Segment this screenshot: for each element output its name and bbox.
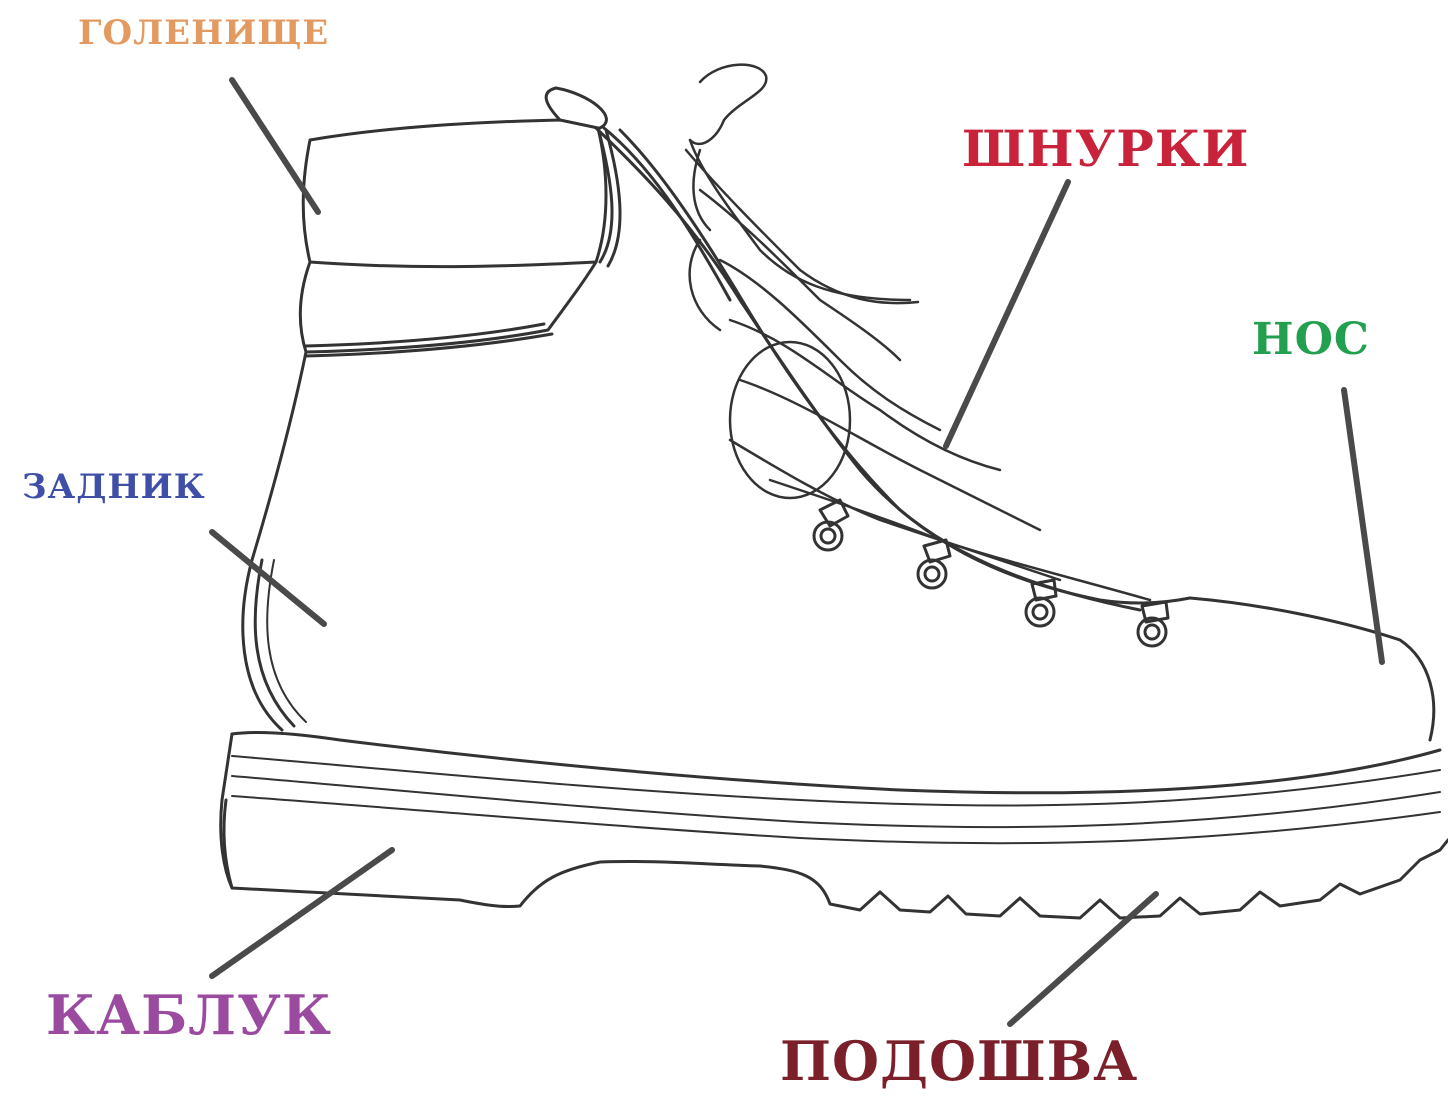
boot-tongue	[596, 128, 1190, 603]
outsole	[221, 734, 1448, 918]
welt-top	[232, 732, 1440, 792]
welt-line-4	[232, 796, 1440, 843]
leader-lines	[212, 80, 1382, 1024]
label-laces: ШНУРКИ	[962, 124, 1250, 174]
label-toe: НОС	[1252, 318, 1370, 362]
eyelets	[814, 500, 1168, 646]
leader-toe	[1344, 390, 1382, 662]
label-sole: ПОДОШВА	[780, 1034, 1138, 1088]
leader-laces	[946, 182, 1068, 446]
welt-line-2	[232, 756, 1440, 806]
leader-heel	[212, 850, 392, 976]
label-counter: ЗАДНИК	[22, 470, 206, 504]
boot-collar	[303, 120, 606, 267]
leader-shaft	[232, 80, 318, 212]
label-heel: КАБЛУК	[46, 988, 332, 1042]
toe-cap	[1190, 598, 1434, 740]
heel-block	[224, 800, 232, 888]
label-shaft: ГОЛЕНИЩЕ	[78, 16, 329, 50]
